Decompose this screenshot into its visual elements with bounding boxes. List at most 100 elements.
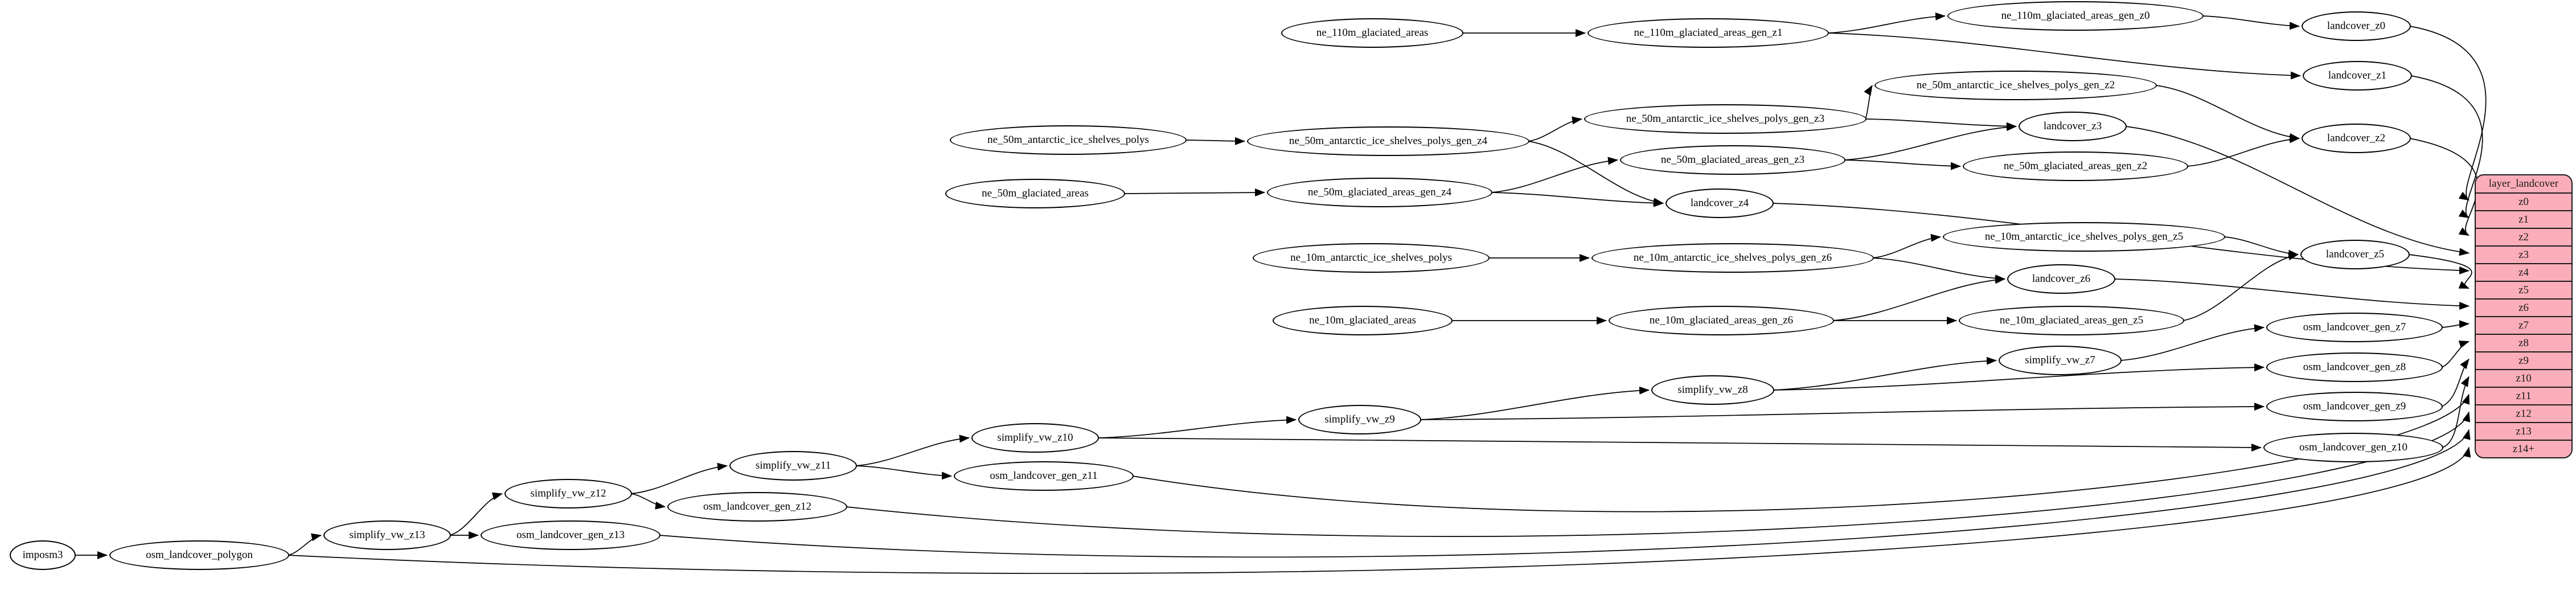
edge-landcover_z1-to-row-z1 <box>2410 75 2483 219</box>
edge-simplify_vw_z9-to-osm_landcover_gen_z9 <box>1420 403 2265 420</box>
edge-osm_landcover_gen_z8-to-row-z8 <box>2441 341 2470 368</box>
node-landcover_z6: landcover_z6 <box>2007 264 2115 294</box>
node-osm_landcover_polygon: osm_landcover_polygon <box>109 540 289 570</box>
edge-ne_110m_glaciated_areas_gen_z1-to-landcover_z1 <box>1827 32 2301 80</box>
edge-simplify_vw_z13-to-simplify_vw_z12 <box>449 492 503 536</box>
node-ne_50m_antarctic_ice_shelves_polys_gen_z2: ne_50m_antarctic_ice_shelves_polys_gen_z… <box>1874 71 2157 100</box>
edge-simplify_vw_z10-to-osm_landcover_gen_z10 <box>1097 437 2262 452</box>
edge-landcover_z2-to-row-z2 <box>2409 138 2478 236</box>
edge-simplify_vw_z12-to-simplify_vw_z11 <box>630 462 728 494</box>
node-ne_50m_glaciated_areas: ne_50m_glaciated_areas <box>945 179 1125 208</box>
node-imposm3: imposm3 <box>10 540 76 570</box>
node-landcover_z3: landcover_z3 <box>2019 112 2127 141</box>
edge-osm_landcover_polygon-to-simplify_vw_z13 <box>288 533 322 556</box>
node-ne_50m_antarctic_ice_shelves_polys_gen_z4: ne_50m_antarctic_ice_shelves_polys_gen_z… <box>1247 126 1529 156</box>
edge-ne_50m_antarctic_ice_shelves_polys_gen_z4-to-landcover_z4 <box>1528 141 1664 206</box>
table-row-z4: z4 <box>2476 263 2571 281</box>
edge-ne_50m_glaciated_areas-to-ne_50m_glaciated_areas_gen_z4 <box>1123 188 1265 197</box>
edge-osm_landcover_gen_z13-to-row-z13 <box>659 429 2471 558</box>
node-ne_50m_antarctic_ice_shelves_polys: ne_50m_antarctic_ice_shelves_polys <box>950 125 1187 155</box>
edge-ne_50m_antarctic_ice_shelves_polys_gen_z4-to-ne_50m_antarctic_ice_shelves_polys_gen_z3 <box>1528 116 1582 142</box>
edge-ne_50m_glaciated_areas_gen_z3-to-landcover_z3 <box>1844 123 2017 161</box>
node-ne_50m_antarctic_ice_shelves_polys_gen_z3: ne_50m_antarctic_ice_shelves_polys_gen_z… <box>1584 104 1867 134</box>
node-simplify_vw_z13: simplify_vw_z13 <box>323 520 451 550</box>
node-ne_50m_glaciated_areas_gen_z2: ne_50m_glaciated_areas_gen_z2 <box>1963 151 2188 181</box>
node-simplify_vw_z9: simplify_vw_z9 <box>1298 405 1421 434</box>
table-row-z7: z7 <box>2476 316 2571 334</box>
edge-ne_50m_antarctic_ice_shelves_polys_gen_z3-to-landcover_z3 <box>1865 118 2017 130</box>
edge-ne_10m_glaciated_areas_gen_z6-to-landcover_z6 <box>1832 276 2005 321</box>
node-ne_10m_glaciated_areas: ne_10m_glaciated_areas <box>1273 306 1453 335</box>
node-simplify_vw_z10: simplify_vw_z10 <box>971 423 1099 453</box>
edge-ne_50m_glaciated_areas_gen_z4-to-ne_50m_glaciated_areas_gen_z3 <box>1491 157 1618 193</box>
edge-osm_landcover_polygon-to-row-z14+ <box>288 446 2471 574</box>
node-osm_landcover_gen_z11: osm_landcover_gen_z11 <box>954 461 1134 491</box>
edge-simplify_vw_z9-to-simplify_vw_z8 <box>1420 386 1650 420</box>
table-row-z12: z12 <box>2476 404 2571 422</box>
node-simplify_vw_z8: simplify_vw_z8 <box>1651 375 1774 405</box>
node-ne_10m_antarctic_ice_shelves_polys_gen_z6: ne_10m_antarctic_ice_shelves_polys_gen_z… <box>1591 243 1874 273</box>
edge-osm_landcover_gen_z9-to-row-z9 <box>2441 358 2470 407</box>
table-row-z13: z13 <box>2476 422 2571 440</box>
edge-ne_50m_antarctic_ice_shelves_polys_gen_z3-to-ne_50m_antarctic_ice_shelves_polys_gen_z2 <box>1864 85 1873 120</box>
table-row-z8: z8 <box>2476 334 2571 351</box>
table-row-z2: z2 <box>2476 228 2571 245</box>
node-osm_landcover_gen_z7: osm_landcover_gen_z7 <box>2266 313 2443 342</box>
edge-osm_landcover_gen_z11-to-row-z11 <box>1132 393 2470 512</box>
node-simplify_vw_z11: simplify_vw_z11 <box>729 451 857 481</box>
edge-landcover_z0-to-row-z0 <box>2409 26 2487 201</box>
node-ne_10m_antarctic_ice_shelves_polys: ne_10m_antarctic_ice_shelves_polys <box>1253 243 1490 273</box>
node-osm_landcover_gen_z9: osm_landcover_gen_z9 <box>2266 392 2443 421</box>
edge-ne_10m_antarctic_ice_shelves_polys_gen_z6-to-landcover_z6 <box>1872 257 2005 283</box>
table-row-z10: z10 <box>2476 369 2571 387</box>
node-ne_10m_glaciated_areas_gen_z6: ne_10m_glaciated_areas_gen_z6 <box>1609 306 1834 335</box>
edge-ne_50m_antarctic_ice_shelves_polys_gen_z2-to-landcover_z2 <box>2155 85 2300 141</box>
edge-landcover_z6-to-row-z6 <box>2114 278 2470 310</box>
table-row-z1: z1 <box>2476 210 2571 228</box>
edge-ne_10m_antarctic_ice_shelves_polys_gen_z6-to-ne_10m_antarctic_ice_shelves_polys_gen_z5 <box>1872 233 1941 259</box>
node-landcover_z5: landcover_z5 <box>2300 240 2410 269</box>
table-row-z3: z3 <box>2476 245 2571 263</box>
edge-ne_50m_antarctic_ice_shelves_polys-to-ne_50m_antarctic_ice_shelves_polys_gen_z4 <box>1185 137 1245 145</box>
table-row-z5: z5 <box>2476 281 2571 298</box>
edge-osm_landcover_gen_z10-to-row-z10 <box>2442 376 2470 448</box>
table-header: layer_landcover <box>2488 178 2559 190</box>
table-row-z14+: z14+ <box>2476 440 2571 457</box>
edge-ne_50m_glaciated_areas_gen_z3-to-ne_50m_glaciated_areas_gen_z2 <box>1844 159 1961 170</box>
node-landcover_z4: landcover_z4 <box>1666 188 1774 218</box>
node-osm_landcover_gen_z8: osm_landcover_gen_z8 <box>2266 352 2443 382</box>
edge-ne_50m_glaciated_areas_gen_z2-to-landcover_z2 <box>2187 135 2300 167</box>
node-simplify_vw_z12: simplify_vw_z12 <box>504 479 632 509</box>
edge-simplify_vw_z7-to-osm_landcover_gen_z7 <box>2120 324 2265 361</box>
edge-simplify_vw_z10-to-simplify_vw_z9 <box>1097 416 1297 438</box>
edge-ne_50m_glaciated_areas_gen_z4-to-landcover_z4 <box>1491 192 1664 207</box>
edge-simplify_vw_z11-to-simplify_vw_z10 <box>855 434 970 466</box>
table-row-z9: z9 <box>2476 351 2571 369</box>
node-landcover_z1: landcover_z1 <box>2303 61 2412 91</box>
edge-ne_110m_glaciated_areas_gen_z0-to-landcover_z0 <box>2202 15 2300 30</box>
edge-landcover_z3-to-row-z3 <box>2125 126 2470 256</box>
node-landcover_z2: landcover_z2 <box>2302 124 2411 153</box>
table-row-z6: z6 <box>2476 298 2571 316</box>
edge-simplify_vw_z12-to-osm_landcover_gen_z12 <box>630 493 666 510</box>
node-landcover_z0: landcover_z0 <box>2302 11 2411 41</box>
edge-osm_landcover_gen_z7-to-row-z7 <box>2441 320 2470 329</box>
node-ne_110m_glaciated_areas_gen_z1: ne_110m_glaciated_areas_gen_z1 <box>1588 18 1829 48</box>
edge-ne_110m_glaciated_areas_gen_z1-to-ne_110m_glaciated_areas_gen_z0 <box>1827 12 1946 34</box>
node-osm_landcover_gen_z10: osm_landcover_gen_z10 <box>2263 433 2443 462</box>
node-osm_landcover_gen_z13: osm_landcover_gen_z13 <box>481 520 661 550</box>
edge-simplify_vw_z8-to-osm_landcover_gen_z8 <box>1773 363 2265 391</box>
node-ne_10m_antarctic_ice_shelves_polys_gen_z5: ne_10m_antarctic_ice_shelves_polys_gen_z… <box>1943 222 2225 252</box>
node-ne_110m_glaciated_areas: ne_110m_glaciated_areas <box>1281 18 1463 48</box>
edge-landcover_z5-to-row-z5 <box>2408 254 2472 289</box>
table-row-z0: z0 <box>2476 192 2571 210</box>
node-ne_10m_glaciated_areas_gen_z5: ne_10m_glaciated_areas_gen_z5 <box>1959 306 2184 335</box>
node-ne_50m_glaciated_areas_gen_z4: ne_50m_glaciated_areas_gen_z4 <box>1267 178 1492 207</box>
node-simplify_vw_z7: simplify_vw_z7 <box>1999 346 2122 375</box>
node-osm_landcover_gen_z12: osm_landcover_gen_z12 <box>667 492 847 522</box>
node-ne_50m_glaciated_areas_gen_z3: ne_50m_glaciated_areas_gen_z3 <box>1620 145 1845 175</box>
